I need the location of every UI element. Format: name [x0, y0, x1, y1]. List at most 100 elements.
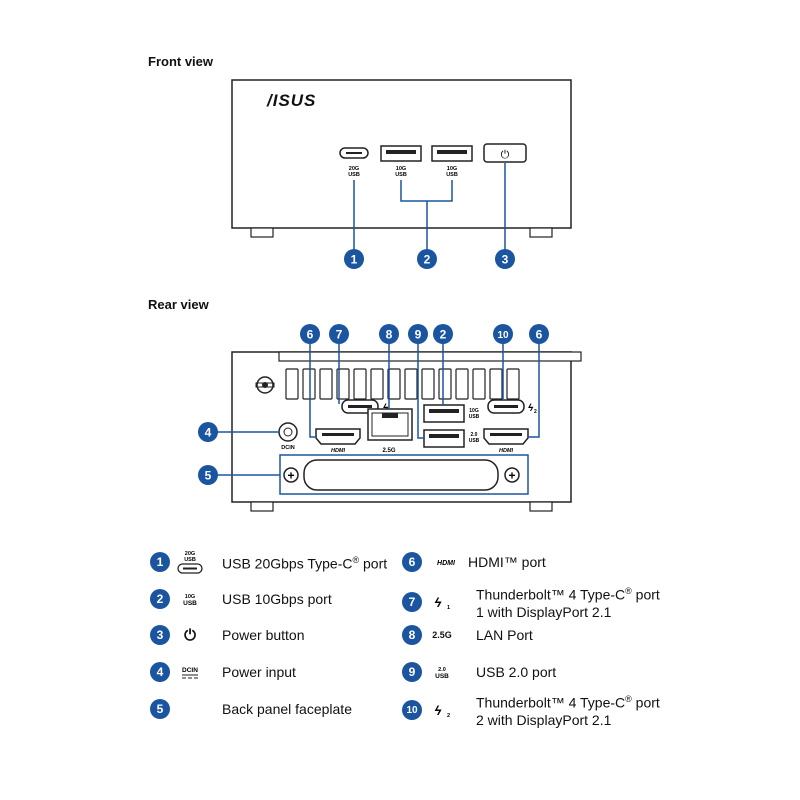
legend-badge: 7 [402, 592, 422, 612]
svg-text:2: 2 [440, 328, 447, 342]
svg-text:1: 1 [447, 605, 450, 611]
power-icon: ⏻ [184, 626, 196, 644]
rear-view: ϟ 1 2.5G 10G USB 2.0 USB ϟ 2 HDMI HDMI [198, 324, 582, 512]
svg-text:2: 2 [424, 253, 431, 267]
svg-text:10G: 10G [469, 408, 479, 414]
rear-usb-a-2-port [423, 429, 465, 448]
legend-item-8: 8 2.5G LAN Port [402, 622, 533, 648]
callout-8-rear: 8 [379, 324, 399, 344]
faceplate-screw-left [283, 467, 299, 483]
svg-text:HDMI: HDMI [499, 448, 514, 454]
svg-text:+: + [508, 469, 515, 483]
svg-text:7: 7 [336, 328, 343, 342]
legend-icon-blank [170, 696, 210, 722]
section-title-front: Front view [148, 54, 214, 69]
legend-text: Power button [222, 626, 305, 643]
svg-text:HDMI: HDMI [437, 560, 456, 567]
callout-3-front: 3 [495, 249, 515, 269]
legend-text: USB 2.0 port [476, 663, 557, 680]
rear-hdmi-port-right [483, 428, 529, 445]
svg-text:DCIN: DCIN [281, 445, 294, 451]
asus-logo: /ISUS [266, 91, 316, 110]
hdmi-icon: HDMI [430, 549, 462, 575]
svg-text:5: 5 [205, 469, 212, 483]
rear-vents [285, 368, 520, 400]
front-usb-a-1-label-2: USB [395, 172, 407, 178]
back-panel-faceplate [303, 459, 499, 491]
svg-text:10: 10 [497, 330, 509, 341]
legend-badge: 2 [150, 589, 170, 609]
svg-text:2: 2 [447, 713, 450, 719]
legend-item-6: 6 HDMI HDMI™ port [402, 549, 546, 575]
legend-badge: 8 [402, 625, 422, 645]
svg-text:2.0: 2.0 [471, 432, 478, 438]
legend-item-3: 3 ⏻ Power button [150, 622, 305, 648]
rear-thunderbolt-2-icon: ϟ [528, 403, 534, 414]
legend-badge: 5 [150, 699, 170, 719]
svg-text:6: 6 [536, 328, 543, 342]
callout-7-rear: 7 [329, 324, 349, 344]
front-usb-c-label-2: USB [348, 172, 360, 178]
legend-badge: 6 [402, 552, 422, 572]
svg-text:20G: 20G [185, 551, 195, 557]
rear-foot-left [250, 501, 274, 512]
svg-text:HDMI: HDMI [331, 448, 346, 454]
legend-text: Power input [222, 663, 296, 680]
front-usb-a-2-label-2: USB [446, 172, 458, 178]
power-icon: ⏻ [501, 148, 510, 161]
faceplate-screw-right [504, 467, 520, 483]
legend-badge: 4 [150, 662, 170, 682]
legend-text: USB 20Gbps Type-C® port [222, 554, 388, 572]
callout-4-rear: 4 [198, 422, 218, 442]
front-usb-c-tongue [346, 152, 362, 154]
svg-text:DCIN: DCIN [182, 667, 198, 674]
legend-text: Back panel faceplate [222, 700, 352, 717]
front-usb-c-label-1: 20G [349, 166, 359, 172]
legend-text: LAN Port [476, 626, 533, 643]
svg-text:6: 6 [307, 328, 314, 342]
svg-text:4: 4 [205, 426, 212, 440]
dcin-icon: DCIN [170, 659, 210, 685]
callout-5-rear: 5 [198, 465, 218, 485]
section-title-rear: Rear view [148, 297, 209, 312]
front-usb-a-port-2-tongue [437, 150, 467, 154]
svg-text:2.0: 2.0 [438, 667, 446, 673]
power-button[interactable] [483, 143, 527, 163]
legend-badge: 1 [150, 552, 170, 572]
rear-top-lip [278, 351, 582, 362]
svg-text:10G: 10G [185, 594, 195, 600]
callout-6-rear-right: 6 [529, 324, 549, 344]
svg-text:USB: USB [469, 414, 480, 420]
legend-item-5: 5 Back panel faceplate [150, 696, 352, 722]
front-view: /ISUS 20G USB 10G USB 10G USB ⏻ 1 2 [231, 79, 572, 269]
svg-text:9: 9 [415, 328, 422, 342]
front-usb-a-1-label-1: 10G [396, 166, 406, 172]
svg-text:8: 8 [386, 328, 393, 342]
legend-text: USB 10Gbps port [222, 590, 332, 607]
callout-9-rear: 9 [408, 324, 428, 344]
svg-text:USB: USB [469, 438, 480, 444]
front-usb-a-2-label-1: 10G [447, 166, 457, 172]
callout-6-rear-left: 6 [300, 324, 320, 344]
callout-10-rear: 10 [493, 324, 513, 344]
svg-text:3: 3 [502, 253, 509, 267]
svg-text:ϟ: ϟ [435, 703, 442, 718]
svg-text:+: + [287, 469, 294, 483]
rear-lan-label: 2.5G [382, 448, 395, 454]
svg-text:1: 1 [351, 253, 358, 267]
front-foot-left [250, 227, 274, 238]
legend-item-4: 4 DCIN Power input [150, 659, 296, 685]
legend-text: HDMI™ port [468, 553, 546, 570]
svg-text:USB: USB [435, 673, 449, 680]
callout-1-front: 1 [344, 249, 364, 269]
